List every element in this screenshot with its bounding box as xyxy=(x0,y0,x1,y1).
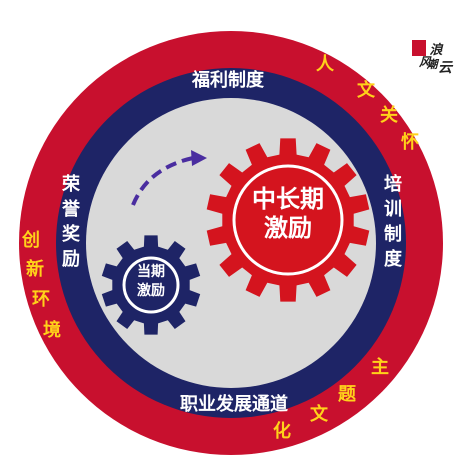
inner-label-right-1: 培 xyxy=(384,173,402,195)
big-gear-label-line2: 激励 xyxy=(264,214,312,242)
inner-label-bottom: 职业发展通道 xyxy=(180,393,288,415)
inner-label-left-2: 誉 xyxy=(62,198,81,220)
logo-char-4: 云 xyxy=(438,60,454,76)
outer-label-bottom-right-4: 化 xyxy=(273,420,291,442)
outer-label-top-right-3: 关 xyxy=(380,104,398,126)
dashed-arrow xyxy=(131,156,194,206)
outer-label-bottom-right-3: 文 xyxy=(310,403,329,425)
big-gear xyxy=(206,138,370,302)
small-gear xyxy=(101,235,201,335)
logo-char-3: 风 xyxy=(419,55,432,69)
outer-label-left-1: 创 xyxy=(21,229,40,251)
small-gear-inner-ring xyxy=(122,256,180,314)
logo-char-2: 潮 xyxy=(427,58,440,71)
inner-label-right-2: 训 xyxy=(384,199,402,220)
outer-label-bottom-right-2: 题 xyxy=(338,384,357,405)
outer-label-top-right-1: 人 xyxy=(316,54,335,75)
arrow-head-icon xyxy=(191,150,207,166)
inner-label-left-3: 奖 xyxy=(62,223,81,245)
big-gear-label-line1: 中长期 xyxy=(252,185,324,213)
outer-label-top-right-4: 怀 xyxy=(401,132,419,153)
big-gear-inner-ring xyxy=(232,164,344,276)
inner-label-right-4: 度 xyxy=(384,248,403,270)
small-gear-label-line1: 当期 xyxy=(137,263,165,280)
logo-char-1: 浪 xyxy=(429,42,443,58)
outer-label-left-2: 新 xyxy=(26,258,44,280)
inner-label-left-1: 荣 xyxy=(61,173,81,195)
outer-label-bottom-right-1: 主 xyxy=(371,356,389,378)
big-gear-body xyxy=(206,138,370,302)
inner-label-left-4: 励 xyxy=(62,249,80,270)
inner-label-right-3: 制 xyxy=(384,224,402,245)
logo-seal: 浪 潮 风 云 xyxy=(412,40,454,76)
small-gear-body xyxy=(101,235,201,335)
outer-label-left-4: 境 xyxy=(43,319,61,341)
outer-label-left-3: 环 xyxy=(32,289,50,310)
inner-label-top: 福利制度 xyxy=(191,69,265,91)
outer-label-top-right-2: 文 xyxy=(357,79,376,101)
small-gear-label-line2: 激励 xyxy=(137,282,165,299)
